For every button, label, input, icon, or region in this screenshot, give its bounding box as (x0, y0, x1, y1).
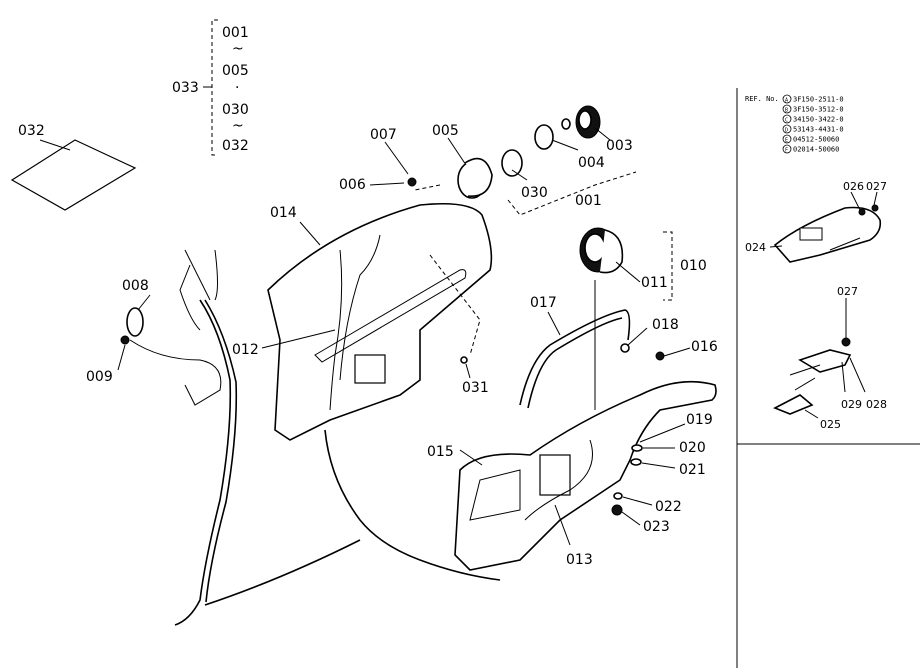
nut-006 (407, 177, 417, 187)
handrail-017-inner (527, 317, 623, 409)
callout-label-008: 008 (122, 278, 149, 294)
detail-bracket-025 (773, 298, 866, 419)
nut-023 (611, 504, 623, 516)
ref-code: 53143-4431-0 (793, 126, 844, 134)
leader-lines (117, 127, 691, 546)
callout-label-025: 025 (820, 418, 841, 431)
callout-label-027: 027 (866, 180, 887, 193)
callout-label-033: 033 (172, 80, 199, 96)
callout-label-tilde2: ~ (232, 118, 244, 134)
washer-020 (631, 444, 643, 452)
ref-code: 02014-50060 (793, 146, 839, 154)
wire-012b (339, 234, 381, 381)
handrail-017 (519, 309, 631, 406)
leader-031-dash (429, 254, 481, 356)
wire-harness-main-b (204, 299, 238, 603)
ref-code: 34150-3422-0 (793, 116, 844, 124)
wire-harness-top (179, 249, 218, 331)
group-bracket-033 (211, 19, 218, 156)
callout-label-006: 006 (339, 177, 366, 193)
callout-label-001a: 001 (222, 25, 249, 41)
ref-mark: C (785, 118, 788, 124)
ref-code: 3F150-2511-0 (793, 96, 844, 104)
callout-label-027b: 027 (837, 285, 858, 298)
callout-label-014: 014 (270, 205, 297, 221)
callout-label-028: 028 (866, 398, 887, 411)
ref-mark: E (785, 138, 788, 144)
callout-label-018: 018 (652, 317, 679, 333)
bolt-031 (460, 356, 468, 364)
callout-label-003: 003 (606, 138, 633, 154)
detail-fender-024 (769, 191, 882, 263)
ref-mark: A (785, 98, 788, 104)
callout-label-024: 024 (745, 241, 766, 254)
ref-mark-circle (782, 134, 792, 144)
callout-label-017: 017 (530, 295, 557, 311)
wire-013 (524, 439, 593, 521)
ref-mark-circle (782, 114, 792, 124)
ref-mark-circle (782, 94, 792, 104)
callout-label-032a: 032 (222, 138, 249, 154)
ref-table-header: REF. No. (745, 95, 779, 103)
ref-table: REF. No. A 3F150-2511-0B 3F150-3512-0C 3415… (745, 94, 844, 154)
wire-harness-left (129, 339, 222, 406)
callout-label-dot1: · (235, 80, 239, 96)
callout-label-020: 020 (679, 440, 706, 456)
ref-code: 3F150-3512-0 (793, 106, 844, 114)
callout-label-031: 031 (462, 380, 489, 396)
callout-label-029: 029 (841, 398, 862, 411)
ref-mark-circle (782, 104, 792, 114)
ref-mark: B (785, 108, 788, 114)
sheet-part-032 (10, 139, 137, 211)
leader-006-dash (414, 184, 441, 191)
ref-mark-circle (782, 124, 792, 134)
callout-label-015: 015 (427, 444, 454, 460)
callout-label-021: 021 (679, 462, 706, 478)
wire-harness-cross (204, 539, 361, 606)
ref-mark: F (785, 148, 788, 154)
callout-label-032: 032 (18, 123, 45, 139)
callout-label-011: 011 (641, 275, 668, 291)
part-009 (120, 335, 130, 345)
callout-label-016: 016 (691, 339, 718, 355)
callout-label-004: 004 (578, 155, 605, 171)
washer-022 (613, 492, 623, 500)
leader-032 (39, 139, 71, 151)
callout-label-022: 022 (655, 499, 682, 515)
callout-label-012: 012 (232, 342, 259, 358)
callout-label-019: 019 (686, 412, 713, 428)
callout-label-023: 023 (643, 519, 670, 535)
callout-label-001: 001 (575, 193, 602, 209)
callout-label-007: 007 (370, 127, 397, 143)
callout-label-026: 026 (843, 180, 864, 193)
headlight-assembly-upper (457, 105, 601, 199)
wire-harness-branch (324, 429, 501, 581)
part-008 (126, 307, 144, 337)
nut-016 (655, 351, 665, 361)
fender-part-014 (267, 202, 493, 441)
callout-label-005a: 005 (222, 63, 249, 79)
washer-021 (630, 458, 642, 466)
callout-label-013: 013 (566, 552, 593, 568)
group-bracket-010 (663, 231, 673, 301)
callout-label-005: 005 (432, 123, 459, 139)
ref-mark: D (785, 128, 788, 134)
callout-label-010: 010 (680, 258, 707, 274)
wire-harness-main (174, 299, 232, 626)
callout-label-009: 009 (86, 369, 113, 385)
work-light-011 (579, 227, 624, 274)
callout-label-030a: 030 (222, 102, 249, 118)
callout-label-030: 030 (521, 185, 548, 201)
ref-mark-circle (782, 144, 792, 154)
wire-012 (329, 249, 343, 411)
callout-label-tilde1: ~ (232, 41, 244, 57)
group-bracket-001 (507, 171, 637, 216)
washer-018 (620, 343, 630, 353)
ref-code: 04512-50060 (793, 136, 839, 144)
